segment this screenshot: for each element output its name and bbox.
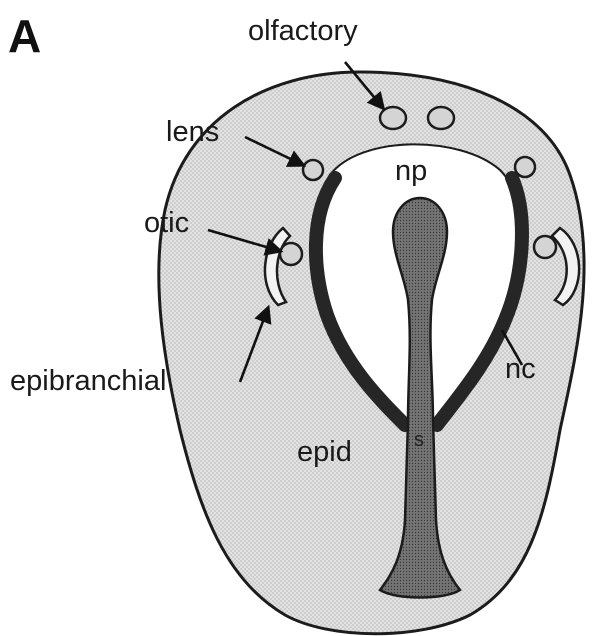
label-s: s (414, 429, 424, 451)
olfactory-placode-left (380, 107, 406, 129)
lens-placode-right (515, 157, 535, 177)
olfactory-placode-right (428, 107, 454, 129)
label-epibranchial: epibranchial (10, 365, 166, 397)
label-np: np (395, 155, 427, 187)
panel-label: A (8, 10, 41, 62)
label-otic: otic (144, 207, 189, 239)
label-nc: nc (505, 353, 536, 385)
label-olfactory: olfactory (248, 15, 358, 47)
label-lens: lens (166, 116, 219, 148)
label-epid: epid (297, 436, 352, 468)
otic-placode-right (534, 236, 556, 258)
lens-placode-left (303, 160, 323, 180)
